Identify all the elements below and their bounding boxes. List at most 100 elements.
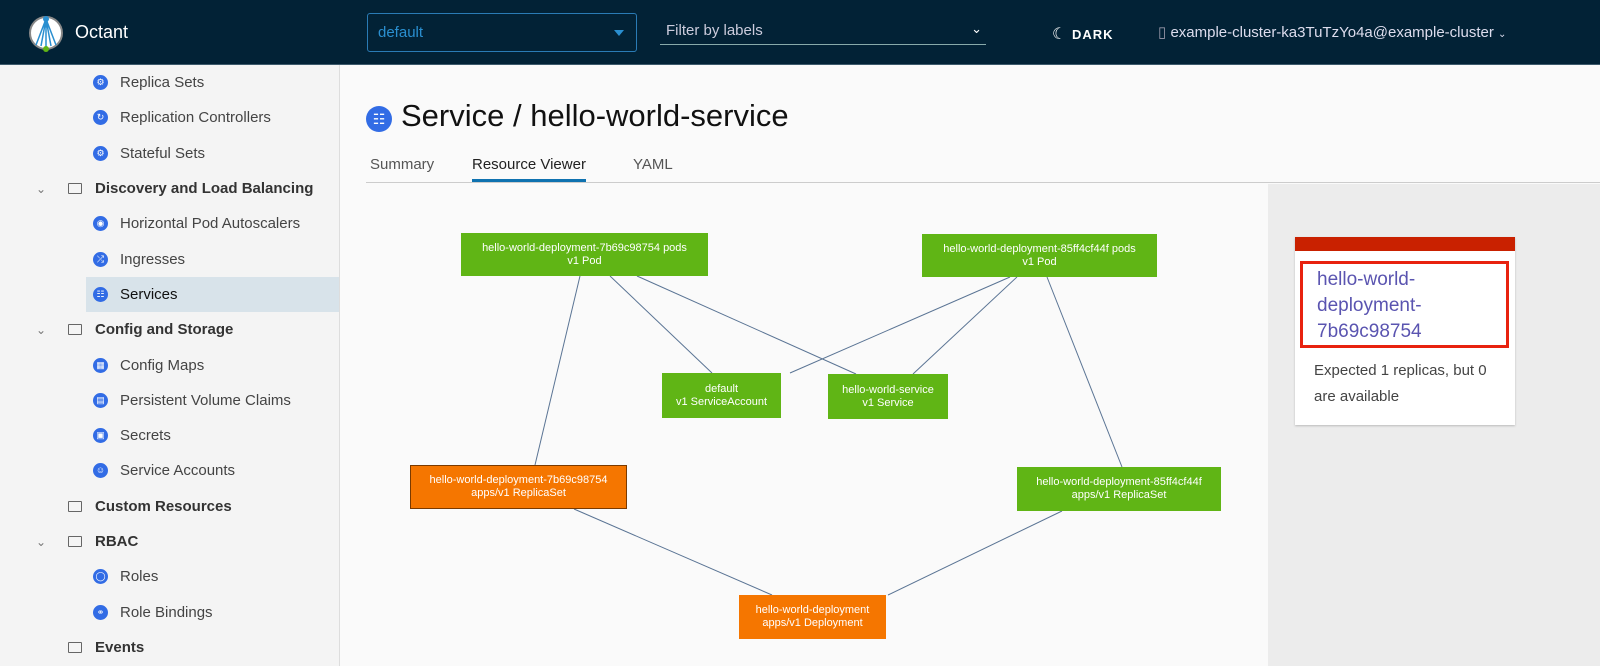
replication-controllers-icon: ↻ (93, 110, 108, 126)
context-select[interactable]: ▯ example-cluster-ka3TuTzYo4a@example-cl… (1158, 23, 1506, 41)
node-kind: apps/v1 ReplicaSet (1071, 489, 1167, 501)
sidebar-item-events[interactable]: Events (0, 630, 339, 665)
sidebar-item-horizontal-pod-autoscalers[interactable]: ◉ Horizontal Pod Autoscalers (0, 206, 339, 241)
sidebar-item-label: Ingresses (120, 250, 186, 268)
folder-icon (68, 641, 82, 653)
edge-pod2-sa (789, 276, 1011, 374)
sidebar: ⚙Replica Sets ↻ Replication Controllers ⚙ St… (0, 0, 340, 666)
node-kind: v1 ServiceAccount (675, 395, 768, 408)
sidebar-item-label: Services (120, 285, 178, 303)
sidebar-item-services[interactable]: ☷ Services (86, 276, 339, 313)
sidebar-item-label: Events (95, 638, 145, 656)
chevron-down-icon[interactable]: ⌄ (36, 534, 47, 549)
sidebar-item-config-and-storage[interactable]: ⌄ Config and Storage (0, 312, 339, 347)
node-kind: apps/v1 Deployment (762, 617, 863, 629)
secrets-icon: ▣ (93, 428, 108, 444)
sidebar-item-persistent-volume-claims[interactable]: ▤ Persistent Volume Claims (0, 383, 339, 418)
sidebar-item-replication-controllers[interactable]: ↻ Replication Controllers (0, 100, 339, 135)
sidebar-item-label: Replication Controllers (120, 109, 271, 127)
tab-yaml[interactable]: YAML (633, 156, 673, 173)
page-title: Service / hello-world-service (401, 98, 789, 133)
edge-rs2-dep (887, 510, 1063, 596)
details-panel: hello-world-deployment-7b69c98754 Expect… (1268, 184, 1600, 666)
sidebar-item-secrets[interactable]: ▣Secrets (0, 418, 339, 453)
stateful-sets-icon: ⚙ (93, 145, 108, 161)
tab-resource-viewer[interactable]: Resource Viewer (472, 156, 586, 182)
edge-pod1-sa (609, 275, 713, 374)
horizontal-pod-autoscalers-icon: ◉ (93, 216, 108, 232)
chevron-down-icon[interactable]: ⌄ (36, 181, 47, 196)
node-name: hello-world-deployment-85ff4cf44f pods (943, 242, 1136, 255)
resource-link[interactable]: hello-world-deployment-7b69c98754 (1300, 261, 1509, 348)
sidebar-item-label: Role Bindings (120, 603, 213, 621)
sidebar-item-roles[interactable]: ◯Roles (0, 559, 339, 594)
services-icon: ☷ (93, 286, 108, 302)
node-name: hello-world-deployment-85ff4cf44f (1036, 476, 1202, 488)
status-message: Expected 1 replicas, but 0 are available (1314, 362, 1487, 405)
edge-pod2-svc (912, 276, 1018, 375)
ingresses-icon: ⤮ (93, 251, 108, 267)
sidebar-item-label: Roles (120, 568, 159, 586)
edge-rs1-dep (573, 508, 773, 596)
chevron-down-icon: ⌄ (971, 21, 982, 36)
top-bar: Octant default Filter by labels⌄ ☾ DARK … (0, 0, 1600, 65)
folder-icon (68, 183, 82, 195)
sidebar-item-service-accounts[interactable]: ☺Service Accounts (0, 453, 339, 488)
service-icon: ☷ (366, 106, 392, 132)
sidebar-item-ingresses[interactable]: ⤮ Ingresses (0, 241, 339, 276)
chevron-down-icon[interactable]: ⌄ (36, 322, 47, 337)
theme-toggle-label: DARK (1071, 27, 1114, 42)
tab-summary[interactable]: Summary (370, 156, 435, 173)
sidebar-item-label: Stateful Sets (120, 144, 206, 162)
node-name: default (704, 382, 739, 395)
chevron-down-icon: ⌄ (1498, 29, 1507, 40)
label-filter-placeholder: Filter by labels (666, 22, 763, 39)
graph-edges (534, 275, 1123, 596)
sidebar-item-label: Custom Resources (95, 497, 232, 515)
node-name: hello-world-deployment (755, 604, 870, 616)
resource-detail-card: hello-world-deployment-7b69c98754 Expect… (1295, 237, 1515, 425)
edge-pod1-rs1 (534, 275, 581, 466)
sidebar-item-rbac[interactable]: ⌄ RBAC (0, 524, 339, 559)
sidebar-item-replica-sets[interactable]: ⚙Replica Sets (0, 65, 339, 100)
sidebar-item-role-bindings[interactable]: ⚭ Role Bindings (0, 594, 339, 629)
node-name: hello-world-deployment-7b69c98754 pods (482, 241, 687, 254)
replica-sets-icon: ⚙ (93, 75, 108, 91)
cluster-icon: ▯ (1158, 24, 1167, 41)
status-bar (1295, 237, 1515, 251)
label-filter-input[interactable]: Filter by labels ⌄ (660, 17, 986, 45)
sidebar-item-label: Config and Storage (95, 321, 234, 339)
app-name: Octant (75, 22, 129, 42)
sidebar-item-discovery-and-load-balancing[interactable]: ⌄ Discovery and Load Balancing (0, 171, 339, 206)
node-kind: v1 Pod (1022, 255, 1057, 268)
octant-logo-icon (29, 16, 63, 52)
role-bindings-icon: ⚭ (93, 604, 108, 620)
namespace-select[interactable]: default (367, 13, 637, 52)
edge-pod1-svc (636, 275, 857, 375)
node-name: hello-world-deployment-7b69c98754 (429, 474, 608, 486)
edge-pod2-rs2 (1046, 276, 1123, 468)
context-name: example-cluster-ka3TuTzYo4a@example-clus… (1170, 24, 1494, 41)
sidebar-item-label: RBAC (95, 533, 139, 550)
folder-icon (68, 536, 82, 547)
sidebar-item-stateful-sets[interactable]: ⚙ Stateful Sets (0, 136, 339, 171)
sidebar-item-config-maps[interactable]: ▦Config Maps (0, 347, 339, 382)
namespace-value: default (378, 24, 424, 41)
service-accounts-icon: ☺ (93, 463, 108, 479)
sidebar-item-label: Persistent Volume Claims (120, 391, 291, 409)
node-kind: apps/v1 ReplicaSet (471, 487, 566, 499)
theme-toggle-button[interactable]: ☾ DARK (1052, 24, 1114, 44)
sidebar-item-label: Horizontal Pod Autoscalers (120, 215, 301, 233)
sidebar-item-label: Discovery and Load Balancing (95, 180, 314, 198)
tab-bar: Summary Resource Viewer YAML (366, 150, 1600, 183)
sidebar-item-custom-resources[interactable]: Custom Resources (0, 489, 339, 524)
config-maps-icon: ▦ (93, 357, 108, 373)
persistent-volume-claims-icon: ▤ (93, 392, 108, 408)
